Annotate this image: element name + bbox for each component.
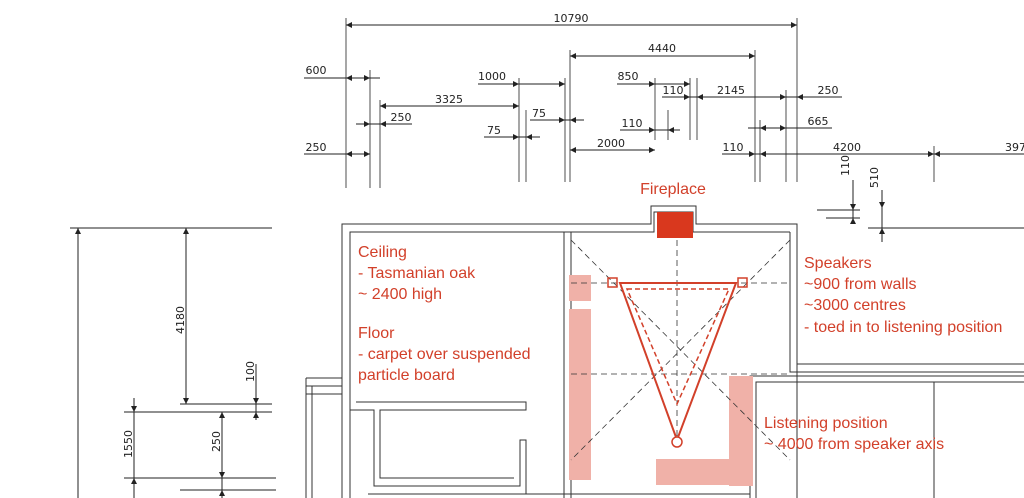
speakers-line-3: - toed in to listening position — [804, 319, 1002, 336]
furniture-block-4 — [656, 459, 730, 485]
ceiling-title: Ceiling — [358, 244, 407, 261]
dim-1000: 1000 — [478, 70, 506, 83]
dim-100: 100 — [244, 361, 257, 382]
dim-510-v: 510 — [868, 167, 881, 188]
speaker-layout — [607, 277, 748, 448]
dim-4200: 4200 — [833, 141, 861, 154]
dim-75-a: 75 — [487, 124, 501, 137]
floor-line-2: particle board — [358, 367, 455, 384]
dimension-chains: 10790 4440 600 1000 850 110 2145 250 332… — [304, 12, 1024, 242]
dim-250-v: 250 — [210, 431, 223, 452]
listening-position-icon — [671, 436, 683, 448]
fireplace-label: Fireplace — [640, 181, 706, 198]
dim-110-v: 110 — [839, 155, 852, 176]
notes: Ceiling - Tasmanian oak ~ 2400 high Floo… — [358, 244, 1002, 453]
speakers-title: Speakers — [804, 255, 872, 272]
furniture-block-2 — [569, 309, 591, 480]
dim-250-c: 250 — [306, 141, 327, 154]
speakers-line-2: ~3000 centres — [804, 297, 906, 314]
ceiling-line-2: ~ 2400 high — [358, 286, 442, 303]
dim-250-b: 250 — [391, 111, 412, 124]
floor-line-1: - carpet over suspended — [358, 346, 531, 363]
dim-4180: 4180 — [174, 306, 187, 334]
dim-665: 665 — [808, 115, 829, 128]
speaker-right-icon — [737, 277, 748, 288]
dim-2145: 2145 — [717, 84, 745, 97]
furniture-block-1 — [569, 275, 591, 301]
furniture-block-3 — [729, 376, 753, 486]
dim-397: 397 — [1005, 141, 1024, 154]
dim-110-a: 110 — [663, 84, 684, 97]
floor-title: Floor — [358, 325, 395, 342]
ceiling-line-1: - Tasmanian oak — [358, 265, 476, 282]
listening-title: Listening position — [764, 415, 888, 432]
fireplace-block — [657, 212, 693, 238]
furniture — [569, 275, 753, 486]
dim-3325: 3325 — [435, 93, 463, 106]
listening-line-1: ~ 4000 from speaker axis — [764, 436, 944, 453]
left-dimensions: 4180 100 1550 250 — [70, 227, 276, 498]
dim-75-b: 75 — [532, 107, 546, 120]
dim-2000: 2000 — [597, 137, 625, 150]
dim-110-c: 110 — [723, 141, 744, 154]
dim-4440: 4440 — [648, 42, 676, 55]
dim-10790: 10790 — [554, 12, 589, 25]
dim-110-b: 110 — [622, 117, 643, 130]
dim-850: 850 — [618, 70, 639, 83]
dim-600: 600 — [306, 64, 327, 77]
guide-lines — [570, 239, 791, 461]
speakers-line-1: ~900 from walls — [804, 276, 917, 293]
dim-1550: 1550 — [122, 430, 135, 458]
speaker-left-icon — [607, 277, 618, 288]
dim-250-a: 250 — [818, 84, 839, 97]
